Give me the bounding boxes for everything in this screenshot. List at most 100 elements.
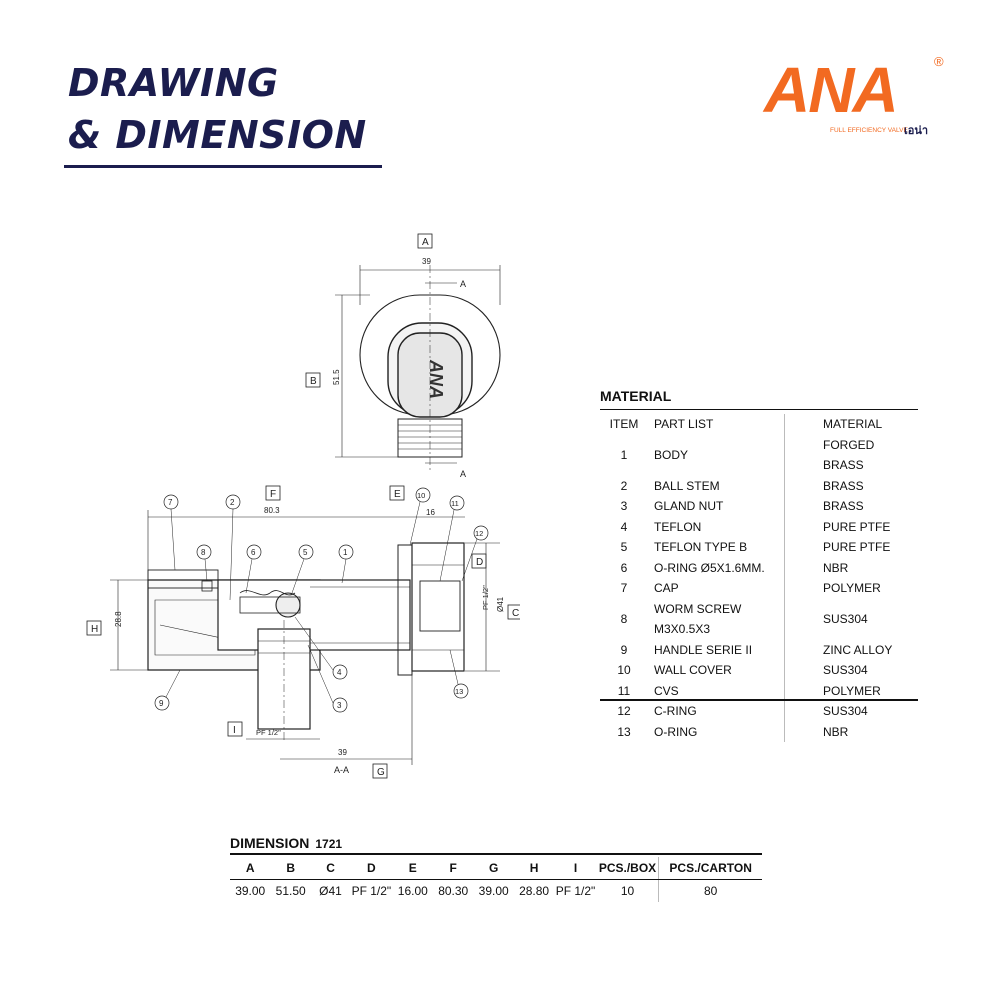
section-tag-c-label: C xyxy=(512,608,519,619)
material-material: FORGED BRASS xyxy=(823,437,875,473)
material-row: 7 CAP POLYMER xyxy=(600,578,918,599)
body-stamp-ana: ANA xyxy=(426,359,446,399)
dim-overall-length: 80.3 xyxy=(264,506,280,515)
section-tag-i-label: I xyxy=(233,725,236,736)
svg-text:6: 6 xyxy=(251,548,256,557)
callout-6: 6 xyxy=(245,544,262,594)
dim-wall-thickness: 16 xyxy=(426,508,435,517)
dim-top-width: 39 xyxy=(422,257,431,266)
dimension-header-cell: I xyxy=(554,857,597,880)
material-header-item: ITEM xyxy=(609,417,639,431)
material-part-name: CAP xyxy=(648,578,785,599)
callout-8: 8 xyxy=(196,544,212,582)
callout-13: 13 xyxy=(449,649,469,699)
page-title-line1: DRAWING xyxy=(68,61,279,105)
callout-10: 10 xyxy=(409,487,431,546)
section-view: F E 80.3 16 Ø41 C D PF 1/2" xyxy=(86,485,520,779)
logo-wordmark: ANA xyxy=(762,54,897,126)
material-part-name: O-RING xyxy=(648,721,785,742)
material-item-number: 4 xyxy=(620,519,628,534)
material-part-name: BALL STEM xyxy=(648,475,785,496)
svg-text:7: 7 xyxy=(168,498,173,507)
logo-thai-text: เอน่า xyxy=(904,125,928,137)
dimension-header-cell: E xyxy=(392,857,433,880)
svg-text:5: 5 xyxy=(303,548,308,557)
material-item-number: 12 xyxy=(617,704,631,718)
section-tag-f-label: F xyxy=(270,489,276,500)
material-top-rule xyxy=(600,409,918,410)
top-view: A 39 A ANA A 51.5 B xyxy=(305,233,501,479)
callout-4: 4 xyxy=(294,616,348,680)
dim-bottom-length: 39 xyxy=(338,748,347,757)
svg-text:12: 12 xyxy=(475,529,483,538)
dimension-value-cell: 39.00 xyxy=(478,884,509,898)
material-part-name: GLAND NUT xyxy=(648,496,785,517)
material-part-name: CVS xyxy=(648,680,785,701)
material-item-number: 3 xyxy=(620,499,628,513)
svg-text:4: 4 xyxy=(337,668,342,677)
dimension-value-cell: 51.50 xyxy=(275,884,306,898)
section-tag-e xyxy=(389,485,405,501)
material-item-number: 1 xyxy=(620,447,628,462)
svg-text:11: 11 xyxy=(451,499,459,508)
material-material: POLYMER xyxy=(823,581,881,595)
material-part-name: O-RING Ø5X1.6MM. xyxy=(648,557,785,578)
material-material: PURE PTFE xyxy=(823,540,891,554)
logo-registered-mark: ® xyxy=(934,54,944,69)
dimension-header-cell: H xyxy=(513,857,555,880)
section-arrow-a-lower: A xyxy=(460,469,466,479)
material-material: NBR xyxy=(823,560,849,575)
material-part-name: WALL COVER xyxy=(648,660,785,681)
section-tag-f xyxy=(265,485,281,501)
callout-9: 9 xyxy=(154,669,181,711)
material-part-name: HANDLE SERIE II xyxy=(648,639,785,660)
dimension-header-cell: C xyxy=(310,857,351,880)
dimension-value-cell: Ø41 xyxy=(319,884,342,898)
section-tag-b xyxy=(305,372,321,388)
material-bottom-rule xyxy=(600,699,918,701)
dim-top-height: 51.5 xyxy=(332,369,341,385)
material-material: BRASS xyxy=(823,478,864,493)
dimension-header-cell: A xyxy=(230,857,271,880)
section-arrow-a-upper: A xyxy=(460,279,466,289)
material-row: 2 BALL STEM BRASS xyxy=(600,475,918,496)
dimension-header-cell: G xyxy=(473,857,514,880)
dimension-value-cell: 39.00 xyxy=(235,884,266,898)
section-tag-a-top-label: A xyxy=(422,237,429,248)
dimension-header-cell: PCS./CARTON xyxy=(658,857,762,880)
svg-text:2: 2 xyxy=(230,498,235,507)
callout-5: 5 xyxy=(291,544,314,594)
svg-text:3: 3 xyxy=(337,701,342,710)
material-material: PURE PTFE xyxy=(823,519,891,534)
dimension-header-cell: B xyxy=(270,857,311,880)
dimension-top-rule xyxy=(230,853,762,855)
dim-inlet-thread: PF 1/2" xyxy=(256,728,281,737)
dimension-value-cell: 80.30 xyxy=(438,884,469,898)
material-item-number: 11 xyxy=(617,683,631,698)
material-row: 11 CVS POLYMER xyxy=(600,680,918,701)
dim-cover-diameter: Ø41 xyxy=(496,596,505,612)
material-item-number: 2 xyxy=(620,478,628,493)
section-tag-e-label: E xyxy=(394,489,401,500)
dimension-title-text: DIMENSION xyxy=(230,835,310,851)
dimension-value-cell: PF 1/2" xyxy=(555,884,596,898)
material-item-number: 8 xyxy=(620,611,628,626)
material-item-number: 7 xyxy=(620,581,628,595)
material-item-number: 9 xyxy=(620,642,628,657)
material-item-number: 5 xyxy=(620,540,628,554)
callout-7: 7 xyxy=(163,494,179,571)
material-material: POLYMER xyxy=(823,683,881,698)
section-tag-h xyxy=(86,620,102,636)
material-header-material: MATERIAL xyxy=(823,417,883,431)
